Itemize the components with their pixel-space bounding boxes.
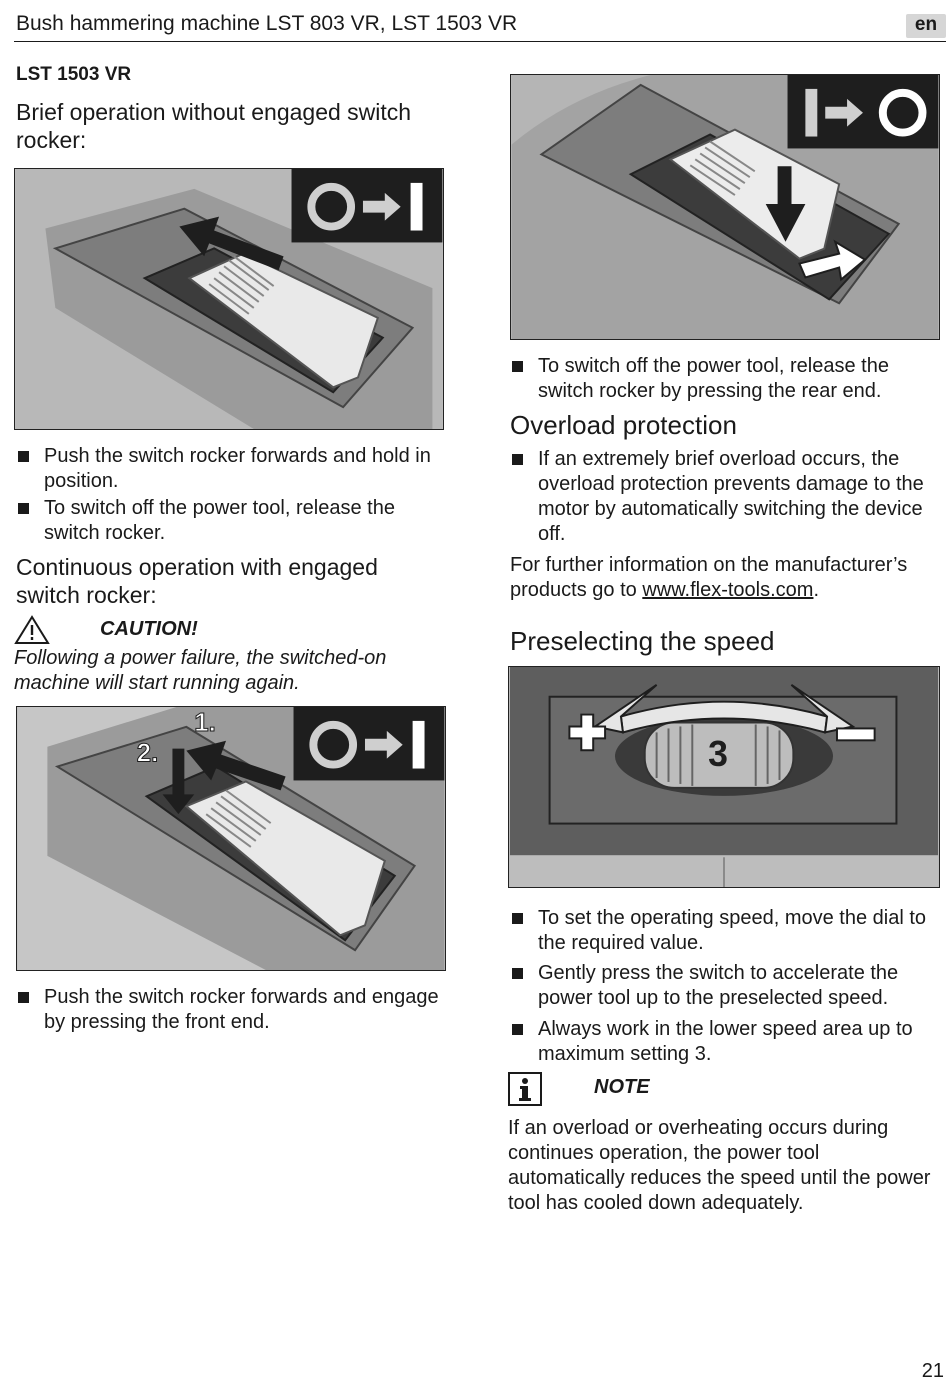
release-arrow-icon — [798, 239, 867, 282]
list-item: Push the switch rocker forwards and hold… — [16, 444, 448, 494]
switch-rocker-figure-continuous: 1. 2. — [16, 706, 446, 971]
preselecting-speed-heading: Preselecting the speed — [510, 626, 775, 656]
list-item: To switch off the power tool, release th… — [16, 496, 448, 546]
press-down-arrow-icon — [162, 748, 195, 815]
push-forward-arrow-icon — [186, 740, 286, 791]
further-info-suffix: . — [813, 579, 820, 601]
language-badge: en — [906, 14, 946, 38]
further-info-prefix: For further information on the manufactu… — [510, 554, 908, 601]
step-one-label: 1. — [194, 709, 216, 737]
push-forward-arrow-icon — [179, 216, 284, 271]
speed-dial-illustration: 3 — [509, 667, 939, 887]
manufacturer-website-link[interactable]: www.flex-tools.com — [642, 579, 814, 601]
caution-block: CAUTION! — [14, 615, 444, 644]
further-info-text: For further information on the manufactu… — [510, 553, 940, 603]
continuous-operation-heading: Continuous operation with engaged switch… — [16, 554, 378, 608]
caution-text: Following a power failure, the switched-… — [14, 647, 387, 694]
speed-dial-figure: 3 — [508, 666, 940, 888]
switch-rocker-figure-brief — [14, 168, 444, 430]
document-title: Bush hammering machine LST 803 VR, LST 1… — [16, 12, 518, 35]
list-item: To set the operating speed, move the dia… — [510, 906, 942, 956]
minus-icon — [835, 727, 876, 742]
caution-label: CAUTION! — [100, 618, 198, 640]
note-label: NOTE — [594, 1076, 650, 1098]
switch-rocker-illustration — [15, 169, 443, 429]
note-text: If an overload or overheating occurs dur… — [508, 1117, 931, 1214]
list-item: Push the switch rocker forwards and enga… — [16, 985, 448, 1035]
list-item: Gently press the switch to accelerate th… — [510, 961, 942, 1011]
overload-protection-heading: Overload protection — [510, 410, 737, 440]
switch-rocker-engage-illustration: 1. 2. — [17, 707, 445, 970]
dial-value-label: 3 — [708, 734, 728, 774]
list-item: Always work in the lower speed area up t… — [510, 1017, 942, 1067]
switch-rocker-off-illustration — [511, 75, 939, 339]
plus-icon — [568, 713, 607, 752]
page-header: Bush hammering machine LST 803 VR, LST 1… — [14, 10, 946, 42]
note-block: NOTE — [508, 1072, 938, 1106]
page-number: 21 — [921, 1360, 944, 1382]
switch-rocker-figure-off — [510, 74, 940, 340]
list-item: If an extremely brief overload occurs, t… — [510, 447, 940, 547]
warning-triangle-icon — [14, 615, 50, 644]
model-label: LST 1503 VR — [16, 64, 132, 85]
step-two-label: 2. — [137, 740, 159, 768]
brief-operation-heading: Brief operation without engaged switch r… — [16, 99, 412, 153]
info-icon — [508, 1072, 542, 1106]
list-item: To switch off the power tool, release th… — [510, 354, 940, 404]
